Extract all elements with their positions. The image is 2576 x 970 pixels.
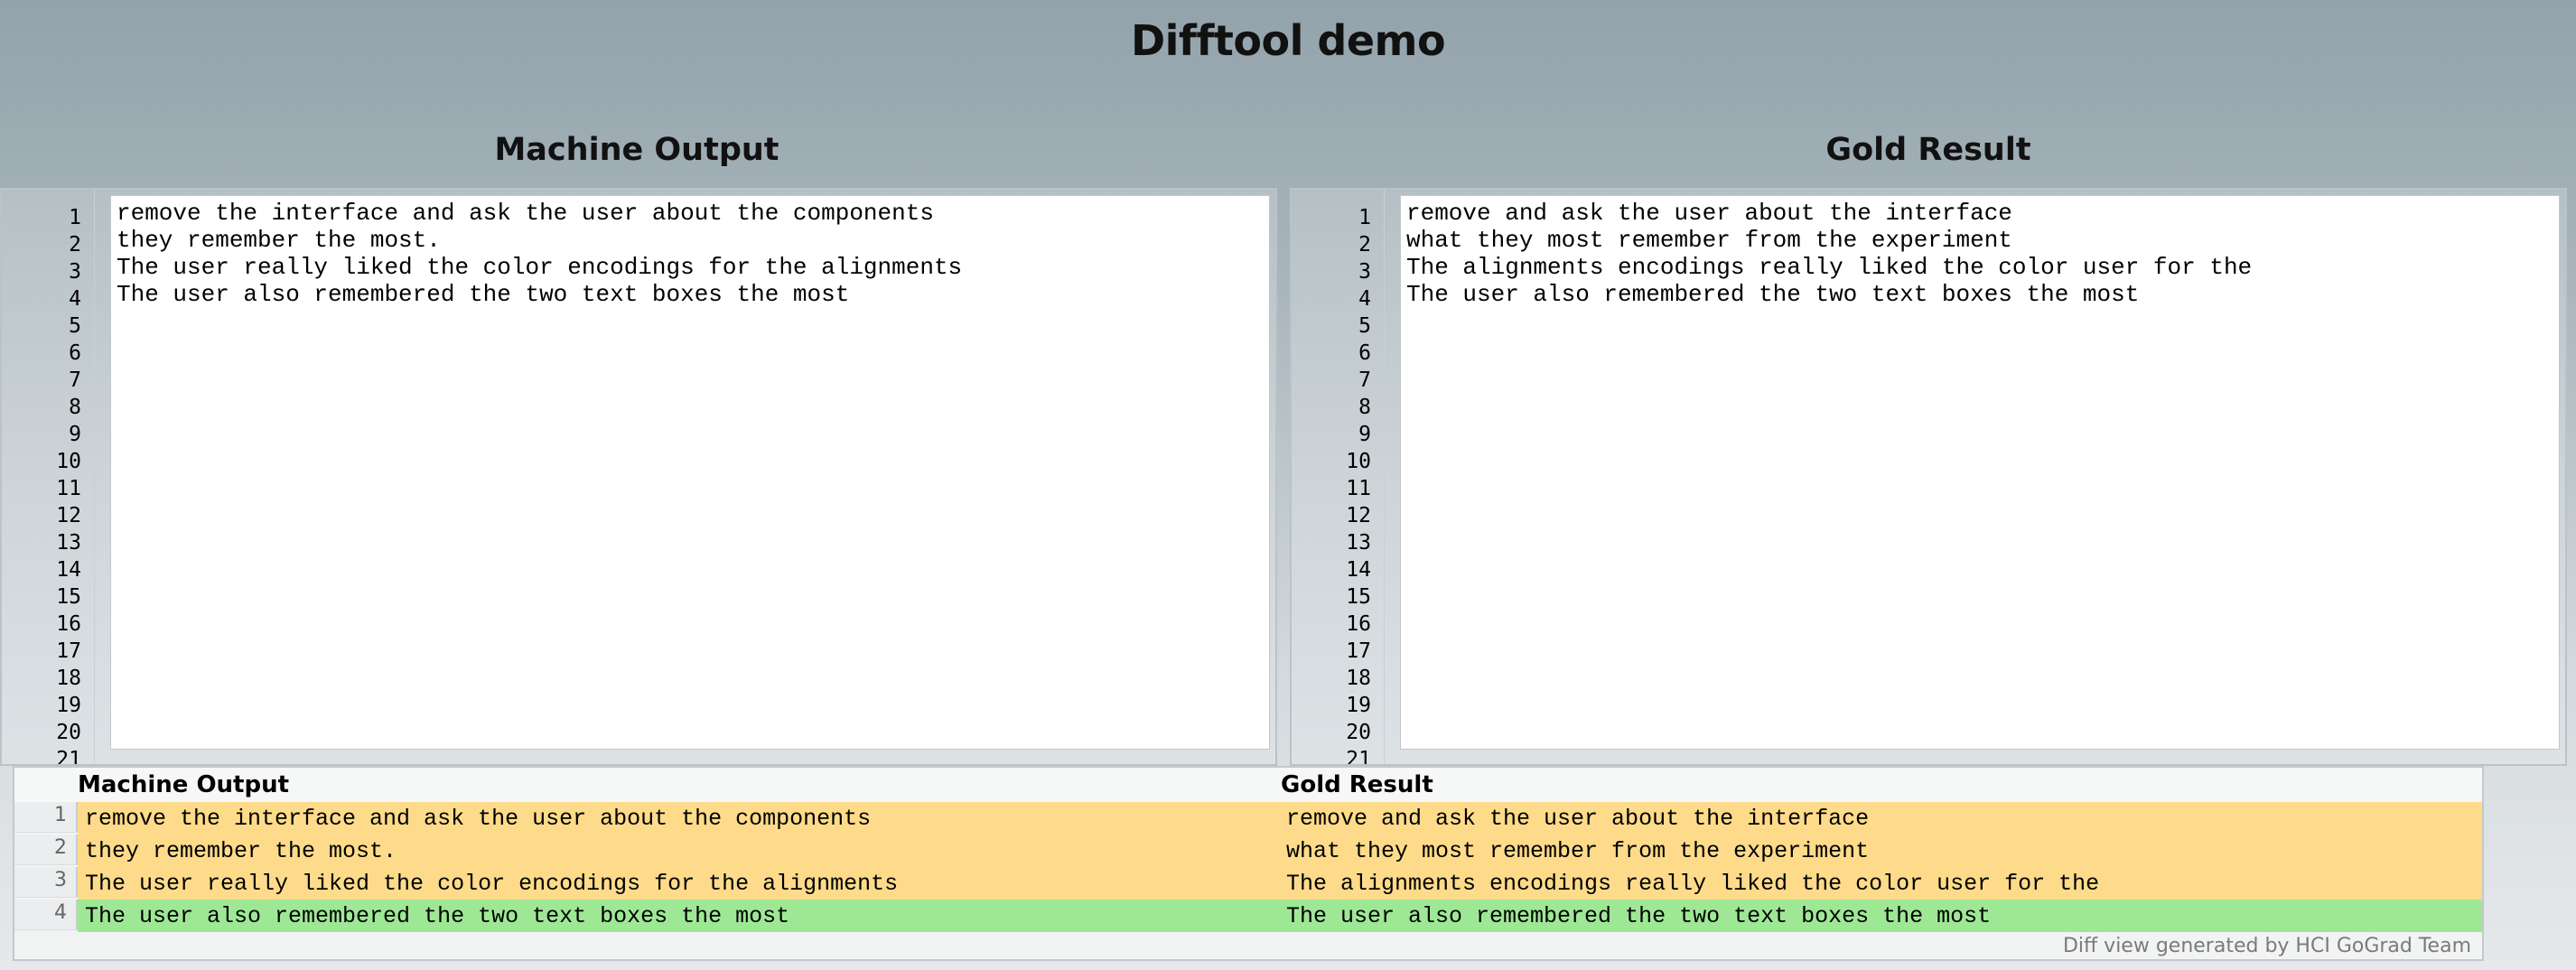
line-number: 13 xyxy=(1346,531,1371,555)
line-number: 15 xyxy=(1346,585,1371,609)
line-number: 9 xyxy=(69,423,81,446)
line-number: 4 xyxy=(69,287,81,311)
code-line: The user also remembered the two text bo… xyxy=(1406,281,2140,308)
diff-cell-right: The user also remembered the two text bo… xyxy=(1286,903,1992,929)
line-number: 11 xyxy=(1346,477,1371,500)
line-number: 7 xyxy=(69,368,81,392)
diff-header: Machine Output Gold Result xyxy=(14,768,2482,804)
diff-row: 4 The user also remembered the two text b… xyxy=(14,900,2482,932)
line-number: 1 xyxy=(69,206,81,229)
line-number: 6 xyxy=(1358,341,1371,365)
diff-cell-right: what they most remember from the experim… xyxy=(1286,838,1870,864)
code-line: what they most remember from the experim… xyxy=(1406,227,2012,254)
line-number: 4 xyxy=(1358,287,1371,311)
line-number: 13 xyxy=(56,531,81,555)
line-number: 19 xyxy=(1346,694,1371,717)
page-title: Difftool demo xyxy=(1130,16,1446,65)
machine-output-textarea[interactable]: remove the interface and ask the user ab… xyxy=(110,195,1270,750)
line-number: 15 xyxy=(56,585,81,609)
diff-cell-right: remove and ask the user about the interf… xyxy=(1286,806,1870,832)
code-line: they remember the most. xyxy=(117,227,441,254)
line-number: 9 xyxy=(1358,423,1371,446)
diff-row: 1 remove the interface and ask the user a… xyxy=(14,802,2482,835)
code-line: The alignments encodings really liked th… xyxy=(1406,254,2253,281)
line-number: 10 xyxy=(56,450,81,473)
line-number: 3 xyxy=(1358,260,1371,284)
line-number: 7 xyxy=(1358,368,1371,392)
line-number: 16 xyxy=(56,612,81,636)
line-number: 3 xyxy=(69,260,81,284)
line-number: 20 xyxy=(56,721,81,744)
line-number: 19 xyxy=(56,694,81,717)
code-line: The user really liked the color encoding… xyxy=(117,254,963,281)
machine-output-title: Machine Output xyxy=(494,132,779,168)
line-number: 11 xyxy=(56,477,81,500)
line-number: 16 xyxy=(1346,612,1371,636)
diff-footer-note: Diff view generated by HCI GoGrad Team xyxy=(2062,935,2471,957)
diff-row: 2 they remember the most. what they most r… xyxy=(14,835,2482,867)
diff-cell-right: The alignments encodings really liked th… xyxy=(1286,871,2100,897)
line-number: 14 xyxy=(1346,558,1371,582)
line-number: 17 xyxy=(1346,639,1371,663)
diff-row-body: The user also remembered the two text bo… xyxy=(78,900,2482,932)
line-number: 8 xyxy=(69,396,81,419)
diff-row-body: The user really liked the color encoding… xyxy=(78,867,2482,900)
diff-row-body: they remember the most. what they most re… xyxy=(78,835,2482,867)
line-number: 8 xyxy=(1358,396,1371,419)
line-number: 17 xyxy=(56,639,81,663)
diff-cell-left: they remember the most. xyxy=(85,838,397,864)
diff-row-number: 3 xyxy=(14,867,78,898)
line-number: 21 xyxy=(56,748,81,766)
code-line: The user also remembered the two text bo… xyxy=(117,281,850,308)
diff-row-number: 4 xyxy=(14,900,78,930)
diff-row-number: 2 xyxy=(14,835,78,865)
line-number: 14 xyxy=(56,558,81,582)
diff-header-left: Machine Output xyxy=(78,771,290,798)
diff-view: Machine Output Gold Result 1 remove the i… xyxy=(13,766,2484,961)
diff-cell-left: remove the interface and ask the user ab… xyxy=(85,806,872,832)
code-line: remove and ask the user about the interf… xyxy=(1406,200,2012,227)
diff-cell-left: The user also remembered the two text bo… xyxy=(85,903,790,929)
line-number: 18 xyxy=(1346,667,1371,690)
line-number: 10 xyxy=(1346,450,1371,473)
line-number: 20 xyxy=(1346,721,1371,744)
line-number: 12 xyxy=(56,504,81,527)
line-number: 5 xyxy=(1358,314,1371,338)
line-number: 6 xyxy=(69,341,81,365)
line-number: 21 xyxy=(1346,748,1371,766)
line-number: 1 xyxy=(1358,206,1371,229)
line-number: 5 xyxy=(69,314,81,338)
diff-row-number: 1 xyxy=(14,802,78,833)
line-number: 2 xyxy=(1358,233,1371,256)
diff-cell-left: The user really liked the color encoding… xyxy=(85,871,899,897)
code-line: remove the interface and ask the user ab… xyxy=(117,200,934,227)
line-number: 18 xyxy=(56,667,81,690)
diff-row-body: remove the interface and ask the user ab… xyxy=(78,802,2482,835)
line-number: 2 xyxy=(69,233,81,256)
diff-header-right: Gold Result xyxy=(1281,771,1433,798)
gold-result-title: Gold Result xyxy=(1825,132,2031,168)
gold-result-textarea[interactable]: remove and ask the user about the interf… xyxy=(1400,195,2560,750)
diff-row: 3 The user really liked the color encodin… xyxy=(14,867,2482,900)
line-number: 12 xyxy=(1346,504,1371,527)
